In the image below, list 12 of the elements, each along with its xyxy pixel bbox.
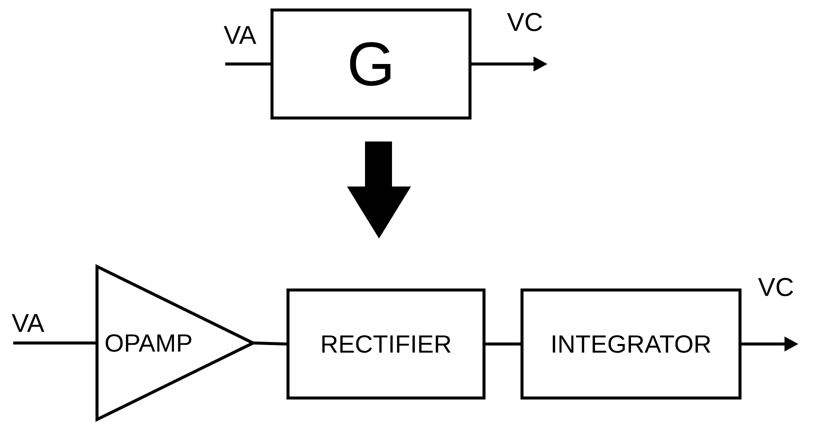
signal-line bbox=[225, 62, 270, 66]
signal-label: VC bbox=[758, 278, 793, 296]
signal-line bbox=[486, 342, 520, 346]
signal-label: VC bbox=[507, 12, 542, 32]
signal-label: VA bbox=[12, 314, 44, 332]
block-box: INTEGRATOR bbox=[520, 288, 742, 400]
signal-label: VA bbox=[224, 26, 256, 44]
arrow bbox=[347, 142, 411, 238]
block-box: RECTIFIER bbox=[286, 288, 486, 400]
signal-line bbox=[252, 342, 287, 346]
block-box: G bbox=[270, 8, 472, 120]
signal-line bbox=[13, 342, 97, 344]
